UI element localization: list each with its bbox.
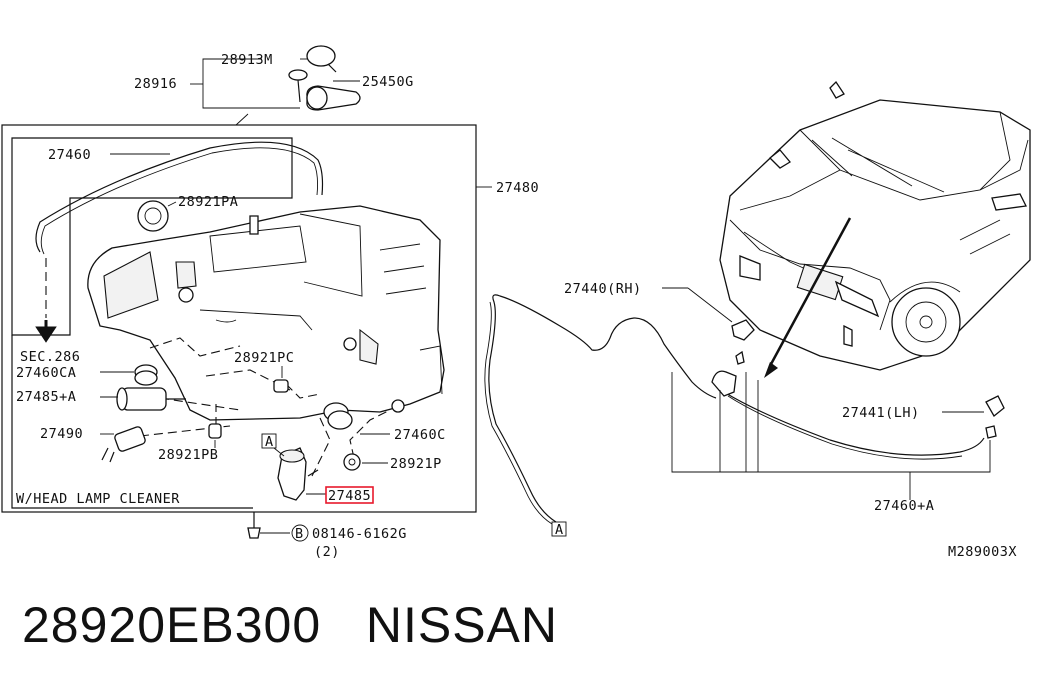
label-bolt-qty: (2) — [314, 544, 340, 560]
leader-28921pa — [167, 201, 177, 207]
label-ref-a: A — [265, 434, 274, 450]
filler-neck-mouth — [306, 86, 328, 110]
grommet-27460c-part — [323, 402, 353, 430]
arrow-sec286 — [35, 320, 57, 343]
cap-seal-part — [288, 69, 308, 81]
clip-28921pb-part — [208, 423, 222, 439]
label-28921p: 28921P — [390, 456, 442, 472]
label-27460: 27460 — [48, 147, 91, 163]
label-ref-a-right: A — [555, 522, 564, 538]
ref-a-leader — [273, 447, 285, 457]
bolt-circle-b — [291, 524, 309, 542]
label-27485a: 27485+A — [16, 389, 76, 405]
connector-27441-part — [985, 425, 997, 439]
label-27480: 27480 — [496, 180, 539, 196]
pump-27485-part — [277, 447, 319, 501]
label-27485-prefix: 274 — [328, 488, 354, 504]
leader-27440-diag — [687, 287, 733, 323]
washer-tank-part — [87, 205, 445, 421]
bolt-part — [247, 512, 261, 539]
label-28921pc: 28921PC — [234, 350, 294, 366]
filler-cap-part — [306, 45, 336, 67]
head-lamp-cleaner-box-lower — [11, 335, 253, 509]
hose-27460a-right — [723, 391, 985, 456]
hose-27460a-long-inner — [484, 301, 553, 525]
assembly-outline-box — [1, 124, 477, 513]
bracket-27460a-inner — [719, 372, 759, 472]
footer-brand: NISSAN — [365, 597, 559, 653]
dash-hose-links — [285, 383, 391, 477]
label-bolt-circle-b: B — [295, 526, 304, 542]
hose-27460a-right-inner — [727, 395, 963, 460]
footer-part-number: 28920EB300 — [22, 597, 322, 653]
grommet-27460ca-part — [134, 364, 158, 386]
label-28916: 28916 — [134, 76, 177, 92]
label-28921pa: 28921PA — [178, 194, 238, 210]
filler-port-28921pa-inner — [144, 207, 162, 225]
label-27460a: 27460+A — [874, 498, 934, 514]
filler-port-28921pa — [137, 200, 169, 232]
hose-27460a-long — [488, 294, 717, 523]
label-25450g: 25450G — [362, 74, 414, 90]
clip-28921p-part — [343, 453, 361, 471]
pump-27485a-part — [116, 387, 186, 411]
truck-illustration — [719, 80, 1031, 371]
footer-caption: 28920EB300 NISSAN — [22, 596, 558, 654]
label-27485-suffix: 5 — [363, 488, 372, 504]
hose-27460-inner — [40, 147, 319, 255]
hose-27460 — [35, 141, 324, 253]
label-27441: 27441(LH) — [842, 405, 920, 421]
dash-pump-links — [139, 337, 291, 437]
ref-a-box — [261, 433, 277, 449]
filler-cap-tab — [327, 63, 337, 73]
motor-27490-part — [101, 426, 146, 463]
leader-28913m — [202, 58, 300, 109]
clip-28921pc-part — [273, 379, 289, 393]
label-28921pb: 28921PB — [158, 447, 218, 463]
ref-a-right-box — [551, 521, 567, 537]
connector-tee-part — [711, 370, 737, 397]
label-28913m: 28913M — [221, 52, 273, 68]
truck-arrow-line — [768, 217, 852, 367]
label-27440: 27440(RH) — [564, 281, 642, 297]
label-drawing-code: M289003X — [948, 544, 1017, 560]
bracket-27460a — [671, 372, 991, 473]
label-bolt-code: 08146-6162G — [312, 526, 407, 542]
filler-to-box-line — [235, 113, 249, 126]
nozzle-27441-part — [985, 395, 1005, 417]
label-27485: 27485 — [328, 488, 371, 504]
truck-arrow-head — [764, 362, 778, 378]
label-sec286: SEC.286 — [20, 349, 80, 365]
nozzle-27440-part — [731, 319, 755, 341]
label-27485-highlighted-digit: 8 — [354, 488, 363, 504]
label-27485-highlight-box — [325, 486, 374, 504]
connector-upper-part — [735, 350, 745, 365]
label-27460c: 27460C — [394, 427, 446, 443]
label-27490: 27490 — [40, 426, 83, 442]
label-head-lamp-cleaner: W/HEAD LAMP CLEANER — [16, 491, 180, 507]
label-27460ca: 27460CA — [16, 365, 76, 381]
cap-seal-stem — [297, 79, 301, 103]
